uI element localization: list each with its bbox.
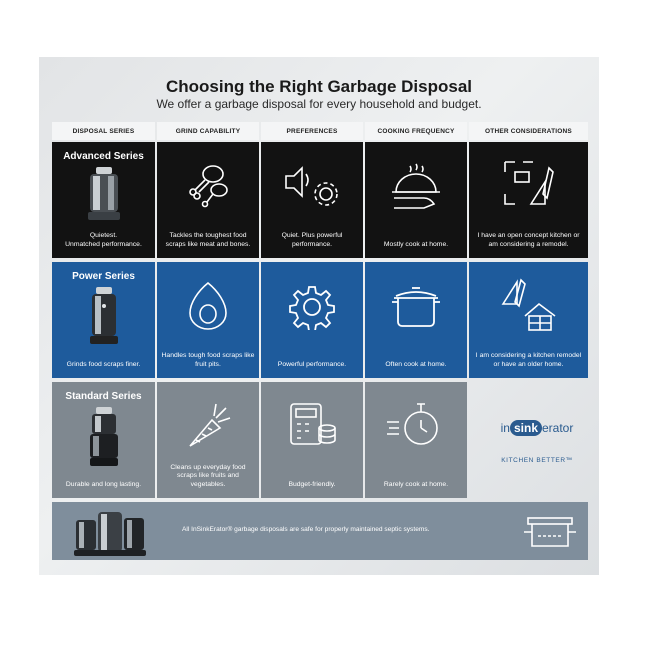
logo-part-sink: sink (509, 420, 542, 436)
serving-cloche-icon (392, 163, 440, 209)
disposal-standard-icon (89, 407, 118, 466)
power-series-desc: Grinds food scraps finer. (66, 361, 141, 369)
standard-series-label: Standard Series (65, 391, 142, 402)
power-other-desc: I am considering a kitchen remodel or ha… (475, 352, 582, 369)
advanced-grind-desc: Tackles the toughest food scraps like me… (165, 232, 251, 249)
kitchen-design-tools-icon (503, 161, 554, 205)
disposal-lineup-icon (74, 512, 146, 556)
standard-cooking-cell: Rarely cook at home. (365, 382, 467, 498)
standard-preferences-desc: Budget-friendly. (288, 481, 336, 489)
disposal-advanced-icon (87, 167, 120, 220)
logo-part-in: in (500, 421, 510, 435)
advanced-grind-cell: Tackles the toughest food scraps like me… (157, 142, 259, 258)
advanced-cooking-cell: Mostly cook at home. (365, 142, 467, 258)
header-disposal-series: DISPOSAL SERIES (52, 122, 155, 140)
standard-preferences-cell: Budget-friendly. (261, 382, 363, 498)
power-grind-desc: Handles tough food scraps like fruit pit… (161, 352, 255, 369)
standard-series-cell: Standard Series Durable and long lasting… (52, 382, 155, 498)
advanced-other-cell: I have an open concept kitchen or am con… (469, 142, 588, 258)
header-preferences: PREFERENCES (261, 122, 363, 140)
standard-grind-cell: Cleans up everyday food scraps like frui… (157, 382, 259, 498)
avocado-icon (189, 281, 227, 330)
advanced-series-desc: Quietest. Unmatched performance. (65, 232, 142, 249)
header-cooking-frequency: COOKING FREQUENCY (365, 122, 467, 140)
power-other-cell: I am considering a kitchen remodel or ha… (469, 262, 588, 378)
house-ruler-icon (501, 278, 555, 331)
page-title: Choosing the Right Garbage Disposal (165, 77, 473, 96)
calculator-coins-icon (290, 403, 336, 445)
power-cooking-cell: Often cook at home. (365, 262, 467, 378)
power-series-cell: Power Series Grinds food scraps finer. (52, 262, 155, 378)
power-preferences-desc: Powerful performance. (277, 361, 347, 369)
advanced-cooking-desc: Mostly cook at home. (383, 241, 449, 249)
septic-safe-note: All InSinkErator® garbage disposals are … (182, 526, 430, 533)
header-grind-capability: GRIND CAPABILITY (157, 122, 259, 140)
cooking-pot-icon (392, 287, 440, 327)
advanced-other-desc: I have an open concept kitchen or am con… (477, 232, 580, 249)
page-subtitle: We offer a garbage disposal for every ho… (156, 97, 482, 111)
meat-bone-icon (189, 165, 228, 208)
disposal-power-icon (89, 287, 118, 344)
gear-icon (289, 286, 335, 330)
quiet-speaker-gear-icon (285, 166, 338, 206)
infographic-panel: Choosing the Right Garbage Disposal We o… (39, 57, 599, 575)
advanced-series-cell: Advanced Series Quietest. Unmatched perf… (52, 142, 155, 258)
advanced-preferences-desc: Quiet. Plus powerful performance. (281, 232, 343, 249)
standard-grind-desc: Cleans up everyday food scraps like frui… (170, 463, 246, 489)
header-other-considerations: OTHER CONSIDERATIONS (469, 122, 588, 140)
power-series-label: Power Series (72, 271, 135, 282)
carrot-icon (189, 403, 231, 447)
septic-footer: All InSinkErator® garbage disposals are … (52, 502, 588, 560)
power-preferences-cell: Powerful performance. (261, 262, 363, 378)
standard-cooking-desc: Rarely cook at home. (383, 481, 449, 489)
advanced-series-label: Advanced Series (63, 151, 144, 162)
brand-tagline: KITCHEN BETTER™ (501, 457, 573, 464)
power-cooking-desc: Often cook at home. (385, 361, 447, 369)
standard-series-desc: Durable and long lasting. (65, 481, 142, 489)
power-grind-cell: Handles tough food scraps like fruit pit… (157, 262, 259, 378)
septic-tank-icon (524, 517, 576, 547)
logo-part-erator: erator (542, 421, 574, 435)
stopwatch-icon (387, 403, 438, 445)
advanced-preferences-cell: Quiet. Plus powerful performance. (261, 142, 363, 258)
